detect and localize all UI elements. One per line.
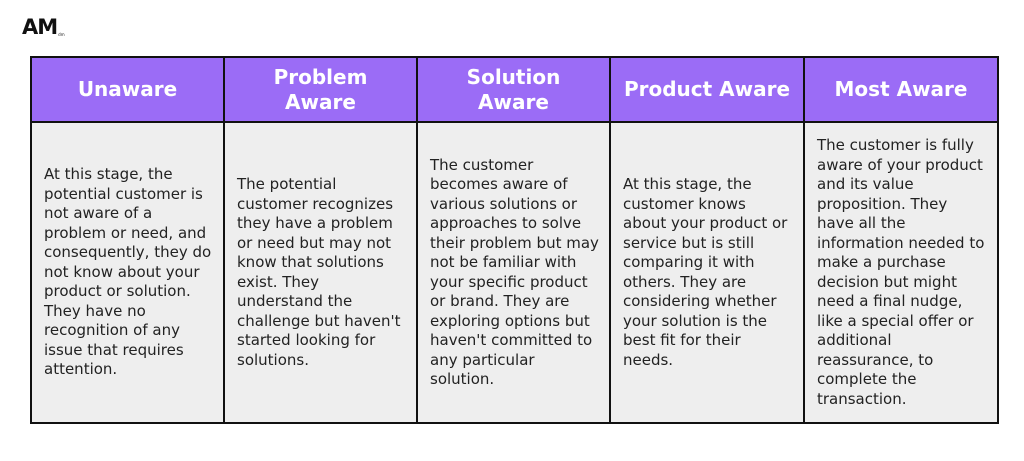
logo-subtext: dm — [58, 32, 65, 37]
cell-product-aware: At this stage, the customer knows about … — [609, 121, 805, 424]
header-solution-aware: Solution Aware — [416, 56, 611, 123]
header-most-aware: Most Aware — [803, 56, 999, 123]
header-product-aware: Product Aware — [609, 56, 805, 123]
header-unaware: Unaware — [30, 56, 225, 123]
awareness-stages-table: Unaware Problem Aware Solution Aware Pro… — [30, 56, 999, 424]
cell-unaware: At this stage, the potential customer is… — [30, 121, 225, 424]
header-row: Unaware Problem Aware Solution Aware Pro… — [30, 56, 999, 123]
logo-mark: AM — [22, 15, 58, 39]
header-problem-aware: Problem Aware — [223, 56, 418, 123]
cell-most-aware: The customer is fully aware of your prod… — [803, 121, 999, 424]
cell-solution-aware: The customer becomes aware of various so… — [416, 121, 611, 424]
cell-problem-aware: The potential customer recognizes they h… — [223, 121, 418, 424]
brand-logo: AM dm — [22, 14, 65, 38]
table-row: At this stage, the potential customer is… — [30, 121, 999, 424]
